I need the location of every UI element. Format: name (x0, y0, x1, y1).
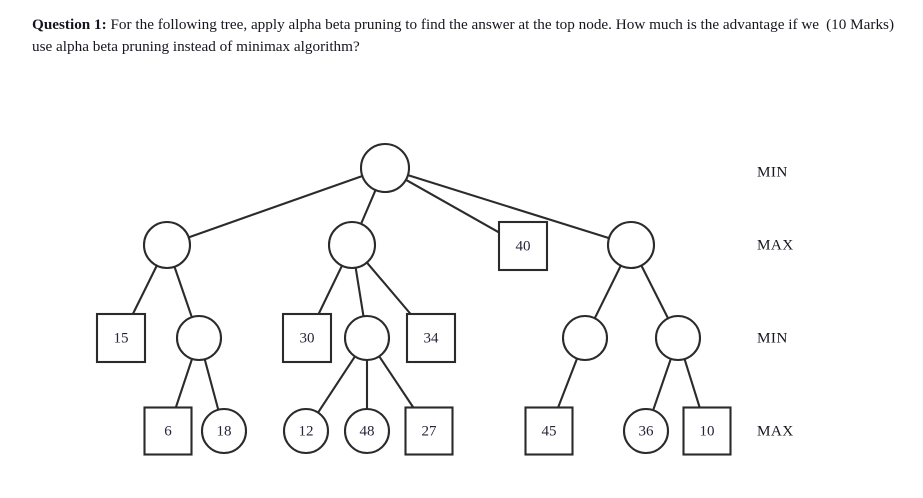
tree-nodes-group: 40 15 30 34 6 18 12 48 27 45 36 10 (95, 142, 732, 456)
node-shape-circle-d1 (561, 314, 609, 362)
node-shape-circle-d2a (622, 407, 670, 455)
node-shape-circle-b2b (343, 407, 391, 455)
node-shape-square-d1a (524, 406, 574, 456)
node-value-c: 40 (516, 239, 531, 255)
node-value-a2a: 6 (164, 424, 172, 440)
tree-edge-d1-d1a (557, 357, 579, 409)
tree-node-d2b: 10 (682, 406, 732, 456)
tree-node-c: 40 (497, 220, 549, 272)
tree-edge-root-a (187, 174, 364, 239)
question-number-label: Question 1: (32, 16, 107, 33)
node-value-b1: 30 (300, 331, 315, 347)
tree-node-d1 (561, 314, 609, 362)
node-value-b2c: 27 (422, 424, 438, 440)
node-value-d2a: 36 (639, 424, 655, 440)
tree-node-d2a: 36 (622, 407, 670, 455)
node-shape-square-b1 (281, 312, 333, 364)
tree-node-b (327, 220, 377, 270)
tree-edge-d2-d2b (683, 357, 701, 409)
tree-edge-root-d (406, 174, 611, 240)
node-shape-circle-b (327, 220, 377, 270)
node-value-a2b: 18 (217, 424, 232, 440)
tree-node-d (606, 220, 656, 270)
node-value-b2b: 48 (360, 424, 375, 440)
tree-node-root (359, 142, 411, 194)
node-shape-circle-b2a (282, 407, 330, 455)
tree-edge-d-d1 (593, 264, 622, 320)
node-value-b3: 34 (424, 331, 440, 347)
tree-edge-a-a2 (173, 265, 193, 319)
level-label-1-max: MAX (757, 237, 794, 254)
level-label-2-min: MIN (757, 330, 788, 347)
tree-node-a1: 15 (95, 312, 147, 364)
tree-node-b2b: 48 (343, 407, 391, 455)
tree-edge-d2-d2a (652, 357, 672, 412)
question-text: (10 Marks) Question 1: For the following… (32, 14, 894, 59)
tree-node-b2 (343, 314, 391, 362)
node-shape-circle-d (606, 220, 656, 270)
tree-edge-b2-b2c (378, 355, 415, 409)
tree-node-b2c: 27 (404, 406, 454, 456)
tree-node-a2 (175, 314, 223, 362)
node-shape-square-a2a (143, 406, 193, 456)
tree-edge-b-b1 (317, 264, 344, 316)
node-value-a1: 15 (114, 331, 129, 347)
tree-node-b1: 30 (281, 312, 333, 364)
tree-node-d1a: 45 (524, 406, 574, 456)
node-shape-square-a1 (95, 312, 147, 364)
node-shape-square-b3 (405, 312, 457, 364)
node-shape-circle-a (142, 220, 192, 270)
tree-edge-a2-a2b (203, 358, 220, 411)
tree-node-a2a: 6 (143, 406, 193, 456)
tree-node-b2a: 12 (282, 407, 330, 455)
level-labels-group: MIN MAX MIN MAX (757, 164, 794, 440)
level-label-3-max: MAX (757, 423, 794, 440)
tree-edge-a2-a2a (174, 357, 194, 409)
node-shape-circle-root (359, 142, 411, 194)
tree-edge-root-c (404, 178, 501, 234)
node-shape-square-c (497, 220, 549, 272)
tree-node-d2 (654, 314, 702, 362)
tree-edge-root-b (360, 189, 377, 225)
node-shape-circle-a2 (175, 314, 223, 362)
tree-edge-b2-b2a (317, 355, 356, 414)
tree-edges-group (131, 174, 701, 414)
tree-node-a2b: 18 (200, 407, 248, 455)
node-shape-circle-a2b (200, 407, 248, 455)
tree-edge-d-d2 (640, 264, 670, 320)
node-shape-circle-b2 (343, 314, 391, 362)
marks-label: (10 Marks) (826, 16, 894, 33)
tree-edge-a-a1 (131, 264, 158, 316)
tree-edge-b-b2 (354, 266, 365, 318)
node-shape-square-b2c (404, 406, 454, 456)
question-body-text: For the following tree, apply alpha beta… (32, 16, 820, 56)
node-value-b2a: 12 (299, 424, 314, 440)
tree-edge-b-b3 (365, 261, 412, 316)
node-shape-square-d2b (682, 406, 732, 456)
level-label-0-min: MIN (757, 164, 788, 181)
node-value-d1a: 45 (542, 424, 557, 440)
node-value-d2b: 10 (700, 424, 715, 440)
tree-node-b3: 34 (405, 312, 457, 364)
node-shape-circle-d2 (654, 314, 702, 362)
tree-node-a (142, 220, 192, 270)
